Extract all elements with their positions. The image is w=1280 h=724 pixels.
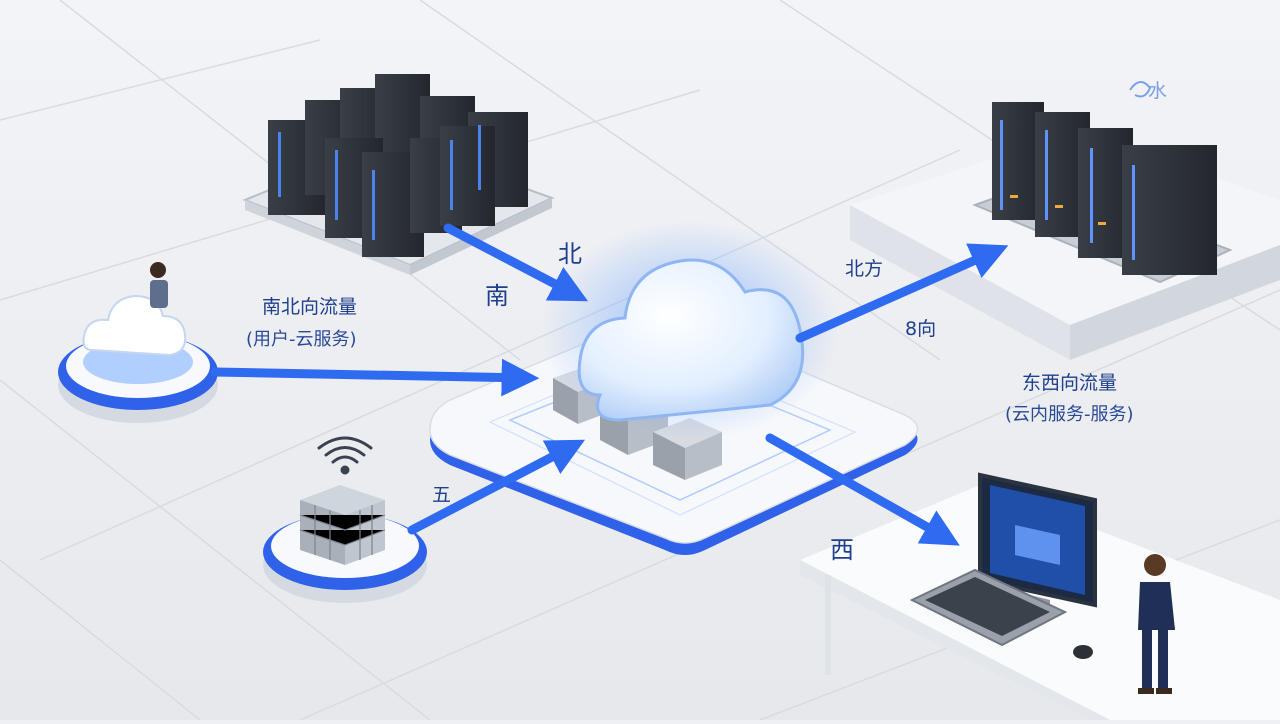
server-rack-icon: [268, 74, 528, 257]
label-north-east: 北方: [845, 258, 884, 280]
traffic-arrows: [210, 223, 1009, 546]
server-cluster-east: [850, 102, 1280, 360]
splash-mark-icon: [1129, 81, 1152, 98]
keyboard-icon: [909, 568, 1068, 647]
north-south-title: 南北向流量: [262, 296, 358, 318]
label-west-lower: 五: [432, 484, 452, 506]
arrow-cloud-to-east: [795, 243, 1009, 343]
arrow-building-to-cloud: [407, 439, 586, 535]
arrow-user-to-cloud: [210, 358, 540, 397]
east-west-title: 东西向流量: [1022, 372, 1118, 394]
person-icon: [1138, 554, 1175, 694]
arrow-cloud-to-west: [765, 433, 960, 546]
cloud-icon: [82, 294, 187, 357]
label-north: 北: [558, 240, 582, 268]
mouse-icon: [1073, 645, 1093, 659]
label-south-east: 8向: [905, 318, 937, 340]
user-cloud-pedestal: [58, 294, 218, 423]
label-corner-mark: 水: [1148, 80, 1168, 102]
cloud-icon: [540, 220, 840, 440]
building-icon: [299, 485, 386, 565]
monitor-icon: [978, 472, 1097, 620]
label-west-right: 西: [830, 536, 854, 564]
wifi-icon: [317, 436, 373, 475]
person-icon: [150, 262, 168, 308]
server-cluster-north: [242, 74, 555, 275]
north-south-subtitle: (用户-云服务): [246, 329, 357, 350]
east-west-subtitle: (云内服务-服务): [1005, 404, 1134, 425]
building-pedestal: [263, 436, 427, 603]
server-rack-icon: [992, 102, 1217, 275]
label-south: 南: [485, 282, 509, 310]
arrow-north-to-cloud: [443, 223, 589, 302]
